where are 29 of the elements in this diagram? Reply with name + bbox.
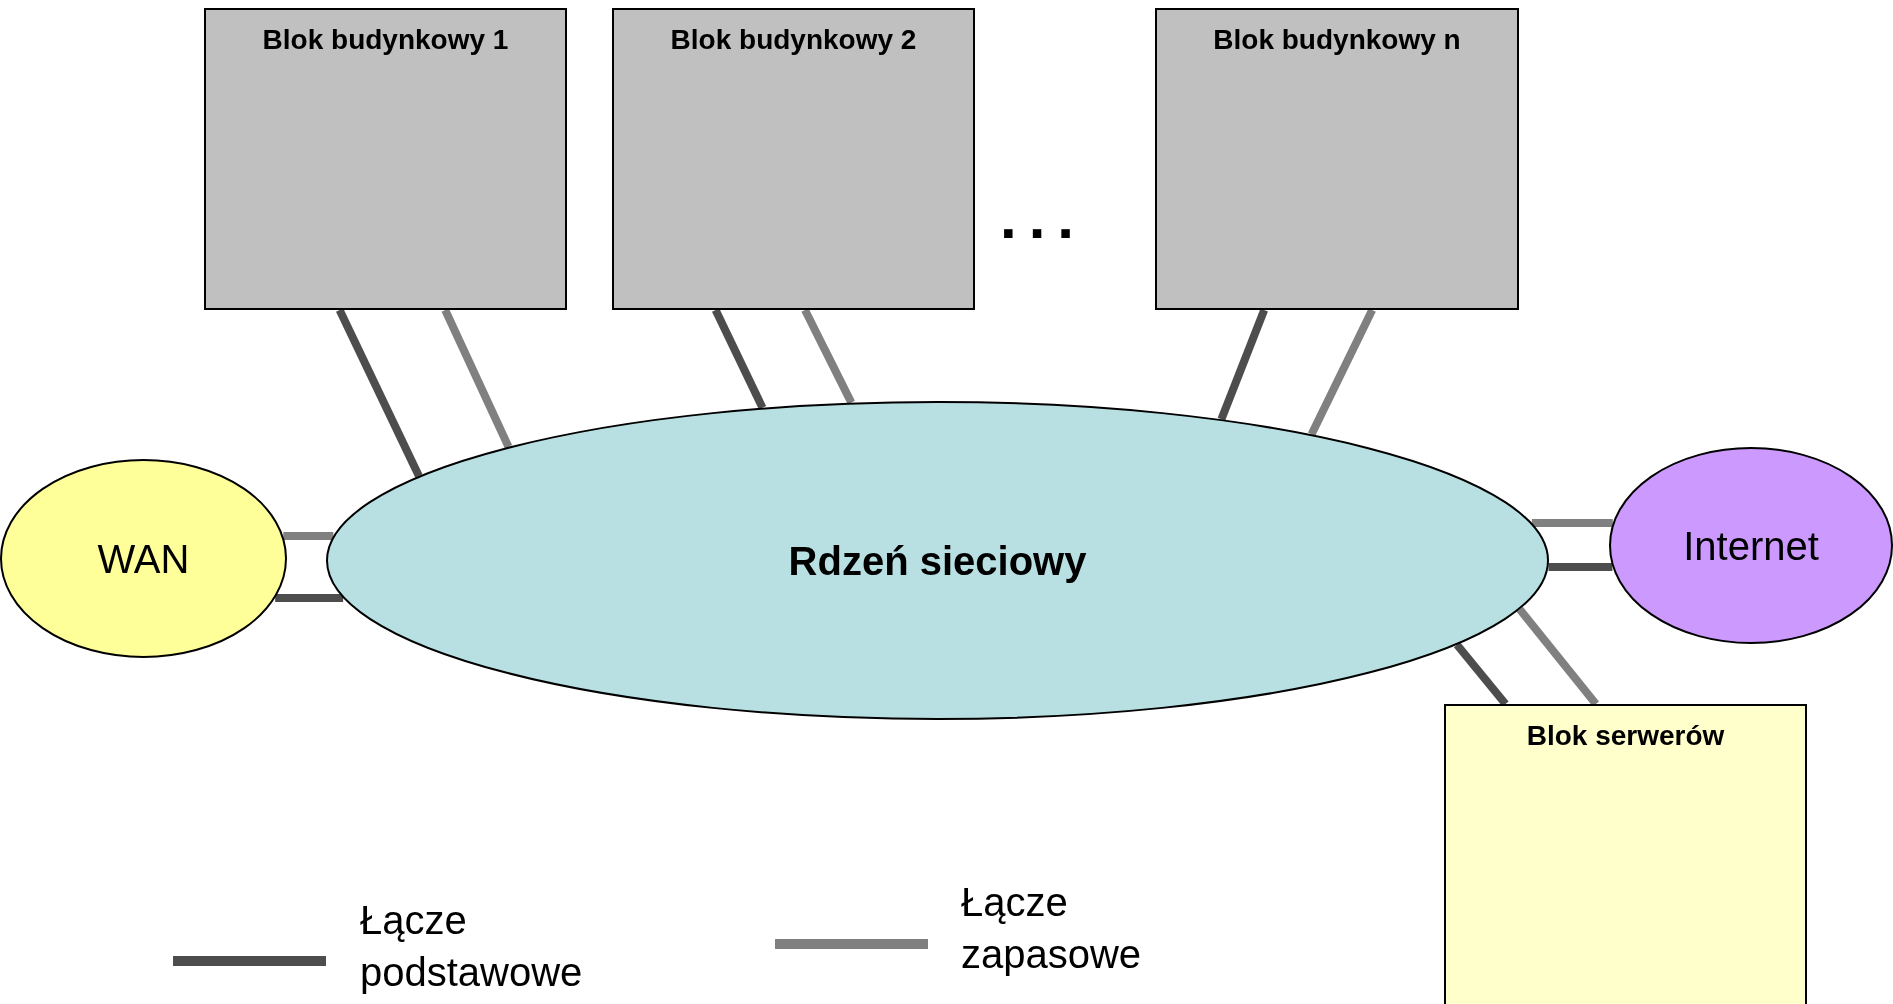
node-label: Blok budynkowy n [1212, 24, 1462, 56]
link-line [441, 308, 513, 449]
building-block-box [1155, 8, 1519, 310]
link-line [1308, 308, 1376, 437]
link-line [1548, 563, 1613, 571]
link-line [1217, 308, 1268, 421]
link-line [1531, 519, 1613, 527]
network-core-ellipse [326, 401, 1549, 720]
node-label: Blok budynkowy 2 [669, 24, 918, 56]
node-label: WAN [96, 536, 191, 581]
server-block-box [1444, 704, 1807, 1004]
link-line [1453, 642, 1509, 707]
wan-ellipse [0, 459, 287, 658]
node-label: Blok serwerów [1525, 720, 1726, 752]
building-block-box [204, 8, 567, 310]
legend-label: Łącze zapasowe [961, 879, 1143, 978]
link-line [275, 594, 344, 602]
node-label: Rdzeń sieciowy [787, 538, 1088, 583]
legend-label: Łącze podstawowe [360, 897, 584, 996]
node-label: Blok budynkowy 1 [261, 24, 510, 56]
link-line [1516, 606, 1599, 707]
link-line [801, 308, 855, 405]
internet-ellipse [1609, 447, 1893, 644]
link-line [336, 308, 423, 478]
node-label: Internet [1682, 523, 1820, 568]
building-block-box [612, 8, 975, 310]
link-line [283, 532, 334, 540]
link-line [712, 308, 767, 410]
ellipsis-label: ... [1000, 188, 1086, 248]
